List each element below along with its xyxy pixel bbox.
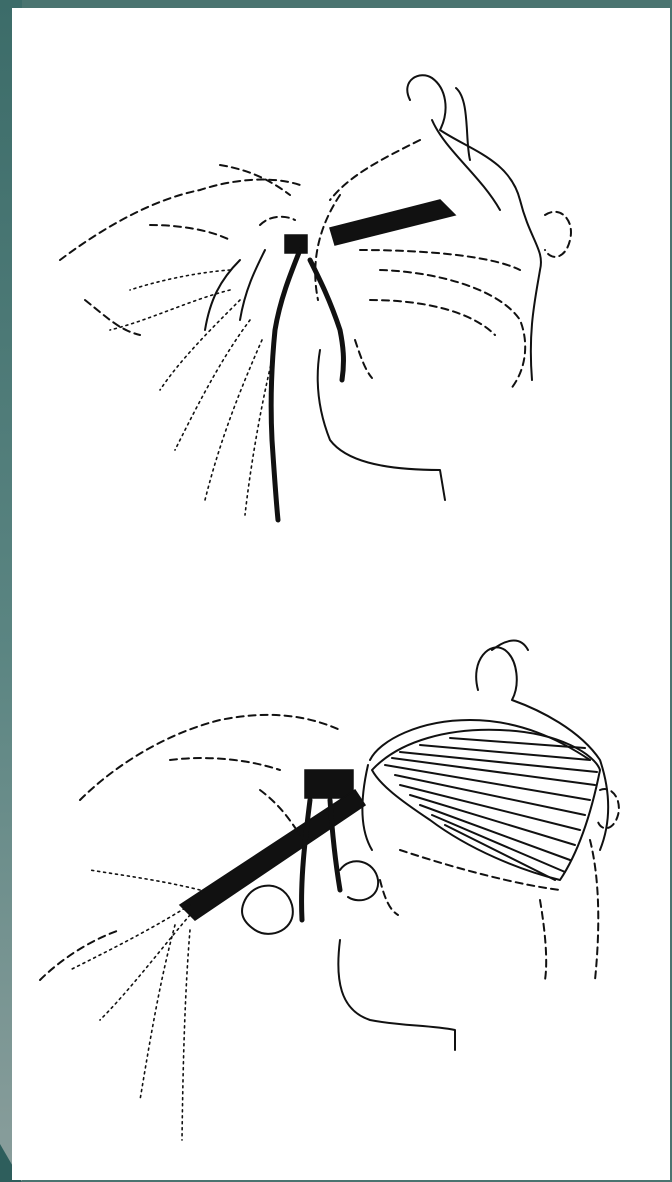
hatch-lines bbox=[385, 738, 597, 880]
